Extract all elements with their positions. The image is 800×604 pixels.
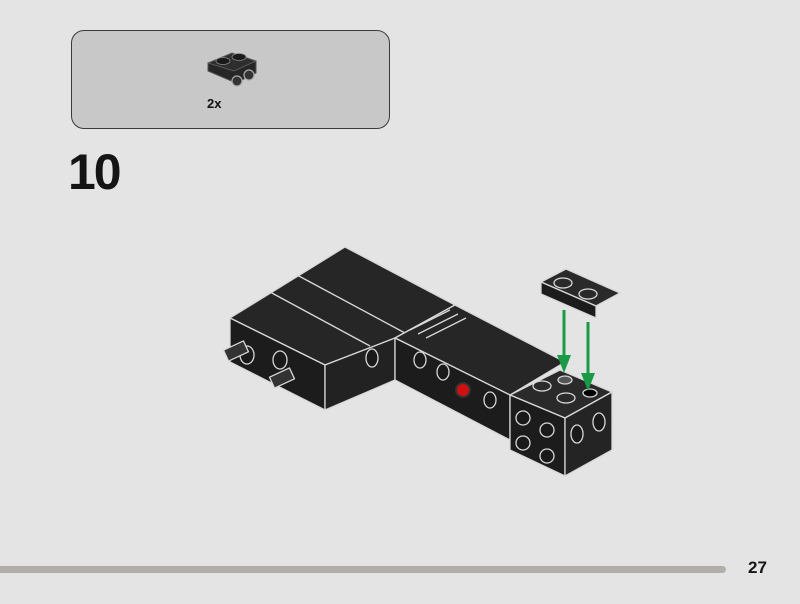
bracket-piece-icon xyxy=(206,52,258,87)
page-number: 27 xyxy=(748,558,767,577)
progress-bar xyxy=(0,566,726,573)
part-quantity: 2x xyxy=(207,96,222,111)
parts-list-box: 2x xyxy=(71,30,390,129)
step-number: 10 xyxy=(68,144,122,200)
red-pin-icon xyxy=(455,382,471,398)
arrow-down-icon xyxy=(557,310,595,391)
build-step-illustration xyxy=(222,246,621,477)
